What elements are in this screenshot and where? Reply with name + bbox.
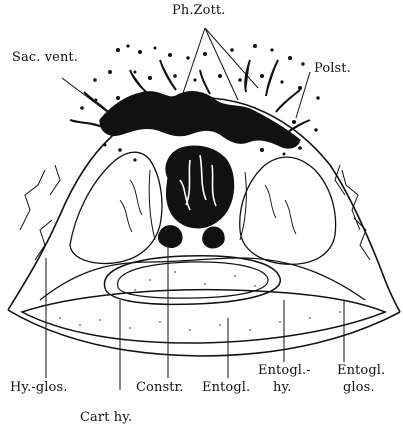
label-entogl-hy-1: Entogl.- [258, 364, 311, 378]
right-lobe [240, 157, 336, 264]
label-sac-vent: Sac. vent. [12, 51, 78, 65]
label-constr: Constr. [136, 381, 184, 395]
stippling [59, 271, 341, 331]
label-ph-zott: Ph.Zott. [172, 4, 226, 18]
label-entogl-hy-2: hy. [273, 381, 291, 395]
label-hy-glos: Hy.-glos. [10, 381, 68, 395]
central-dark-mass [158, 146, 233, 248]
label-entogl-glos-2: glos. [343, 381, 375, 395]
label-polst: Polst. [314, 62, 351, 76]
label-entogl: Entogl. [202, 381, 250, 395]
label-cart-hy: Cart hy. [80, 411, 132, 425]
label-entogl-glos-1: Entogl. [337, 364, 385, 378]
papillae-fringe [70, 44, 320, 162]
